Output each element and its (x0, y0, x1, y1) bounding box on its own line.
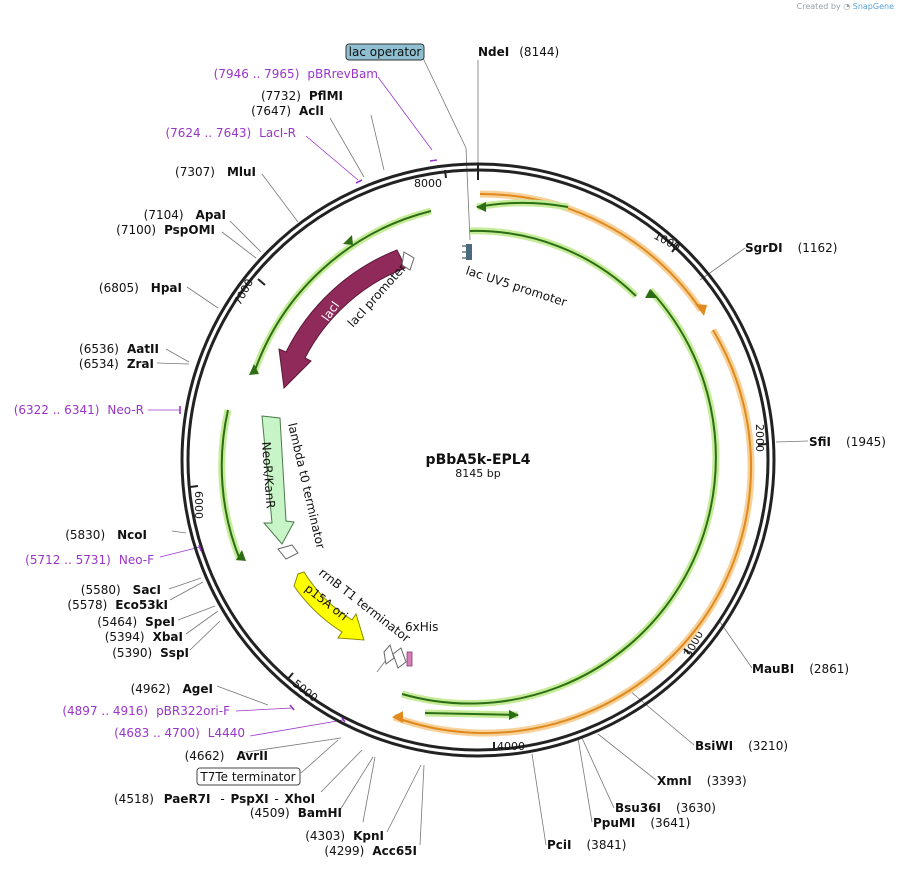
rrnb-t1-arrow (383, 643, 395, 665)
orange-arc-1-head (695, 304, 707, 316)
lac-uv5-promoter-label: lac UV5 promoter (464, 264, 568, 310)
snapgene-logo-icon: ◔ (843, 2, 851, 11)
primer-glyph-l4440 (341, 717, 346, 723)
orange-features (392, 190, 755, 737)
site-bsiwi: BsiWI(3210) (695, 739, 788, 753)
site-xmni: XmnI(3393) (657, 774, 747, 788)
site-pcii: PciI(3841) (547, 838, 626, 852)
site-sgrdi: SgrDI(1162) (745, 241, 837, 255)
primer-pbrrevbam: (7946 .. 7965)pBRrevBam (214, 67, 378, 81)
laci-promoter-arrow (401, 251, 415, 271)
primer-l4440: (4683 .. 4700)L4440 (114, 726, 245, 740)
site-ndei: NdeI(8144) (478, 45, 559, 59)
laci-arrow (278, 249, 406, 390)
site-ncoi: (5830)NcoI (65, 528, 147, 542)
site-spei: (5464)SpeI (97, 615, 175, 629)
plasmid-name: pBbA5k-EPL4 (426, 452, 531, 468)
orf-inner-top (469, 229, 637, 297)
orange-arc-1 (479, 192, 702, 311)
orange-arc-2-glow (392, 328, 755, 737)
his-tag-glyph (406, 651, 413, 667)
orf-top-outer (253, 210, 432, 374)
leader-lines (156, 57, 809, 846)
right-sites: NdeI(8144) SgrDI(1162) SfiI(1945) MauBI(… (478, 45, 886, 852)
primer-glyphs (179, 159, 438, 723)
green-orfs (218, 199, 720, 720)
orange-arc-2-head (392, 711, 403, 723)
site-xbai: (5394)XbaI (105, 630, 183, 644)
orf-left (220, 409, 241, 561)
snapgene-credit: Created by ◔ SnapGene (797, 2, 894, 11)
site-mlui: (7307)MluI (175, 165, 256, 179)
primer-glyph-laci-r (355, 179, 363, 184)
site-acc65i: (4299)Acc65I (324, 844, 417, 858)
site-bamhi: (4509)BamHI (250, 806, 342, 820)
credit-brand: SnapGene (852, 2, 894, 11)
lac-uv5-promoter-glyph (466, 244, 472, 260)
tick-label-6000: 6000 (192, 491, 205, 519)
site-acli: (7647)AclI (251, 104, 324, 118)
tick-label-4000: 4000 (497, 740, 525, 753)
plasmid-length: 8145 bp (455, 467, 500, 480)
primer-glyph-pbrrevbam (429, 159, 438, 162)
site-agei: (4962)AgeI (131, 682, 213, 696)
t7te-terminator-box (196, 767, 301, 786)
neor-arrow (261, 415, 295, 545)
site-pspomi: (7100)PspOMI (116, 223, 215, 237)
site-apai: (7104)ApaI (144, 208, 226, 222)
primer-laci-r: (7624 .. 7643)LacI-R (165, 126, 296, 140)
site-hpai: (6805)HpaI (99, 281, 182, 295)
tick-marks (189, 164, 767, 750)
lac-operator-label: lac operator (349, 45, 422, 59)
left-sites: (7732)PflMI (7647)AclI (7307)MluI (7104)… (65, 89, 417, 858)
p15a-arrow (293, 571, 365, 641)
site-ppumi: PpuMI(3641) (593, 816, 690, 830)
orange-arc-2 (393, 329, 753, 735)
lambda-t0-arrow (277, 544, 299, 560)
site-eco53ki: (5578)Eco53kI (67, 598, 168, 612)
orf-top-outer-head-b (249, 364, 259, 375)
primer-leader-lines (148, 76, 433, 737)
t7te-arrow (392, 647, 407, 669)
lac-operator-box (345, 43, 425, 61)
site-maubi: MauBI(2861) (752, 662, 849, 676)
primer-glyph-pbr322ori-f (289, 704, 295, 711)
primer-neo-f: (5712 .. 5731)Neo-F (25, 553, 154, 567)
site-zrai: (6534)ZraI (79, 357, 154, 371)
his-label: 6xHis (405, 620, 438, 634)
orf-right (401, 289, 717, 705)
orf-right-glow (401, 287, 720, 708)
tick-label-8000: 8000 (414, 177, 442, 190)
lambda-t0-label: lambda t0 terminator (285, 422, 328, 551)
orf-right-head (645, 289, 656, 298)
site-aatii: (6536)AatII (79, 342, 159, 356)
tick-label-2000: 2000 (753, 424, 766, 452)
orf-bottom-short-head (509, 710, 519, 720)
site-pflmi: (7732)PflMI (261, 89, 343, 103)
primer-glyph-neo-f (198, 544, 202, 552)
site-bsu36i: Bsu36I(3630) (615, 801, 716, 815)
site-saci: (5580)SacI (81, 583, 161, 597)
site-avrii: (4662)AvrII (185, 749, 268, 763)
neor-label: NeoR/KanR (259, 441, 278, 509)
site-sspi: (5390)SspI (112, 646, 189, 660)
site-sfii: SfiI(1945) (809, 435, 886, 449)
orf-bottom-short (424, 712, 519, 716)
orf-top-outer-head-a (343, 235, 353, 245)
orf-left-head (236, 550, 246, 561)
site-paer7i-pspxi-xhoi: (4518) PaeR7I - PspXI - XhoI (114, 792, 315, 806)
t7te-terminator-label: T7Te terminator (199, 770, 295, 784)
orf-top-right-head (476, 202, 486, 212)
credit-prefix: Created by (796, 2, 841, 11)
primer-labels: (7946 .. 7965)pBRrevBam (7624 .. 7643)La… (14, 67, 378, 740)
site-kpni: (4303)KpnI (305, 829, 384, 843)
primer-pbr322ori-f: (4897 .. 4916)pBR322ori-F (62, 704, 230, 718)
primer-neo-r: (6322 .. 6341)Neo-R (14, 403, 144, 417)
